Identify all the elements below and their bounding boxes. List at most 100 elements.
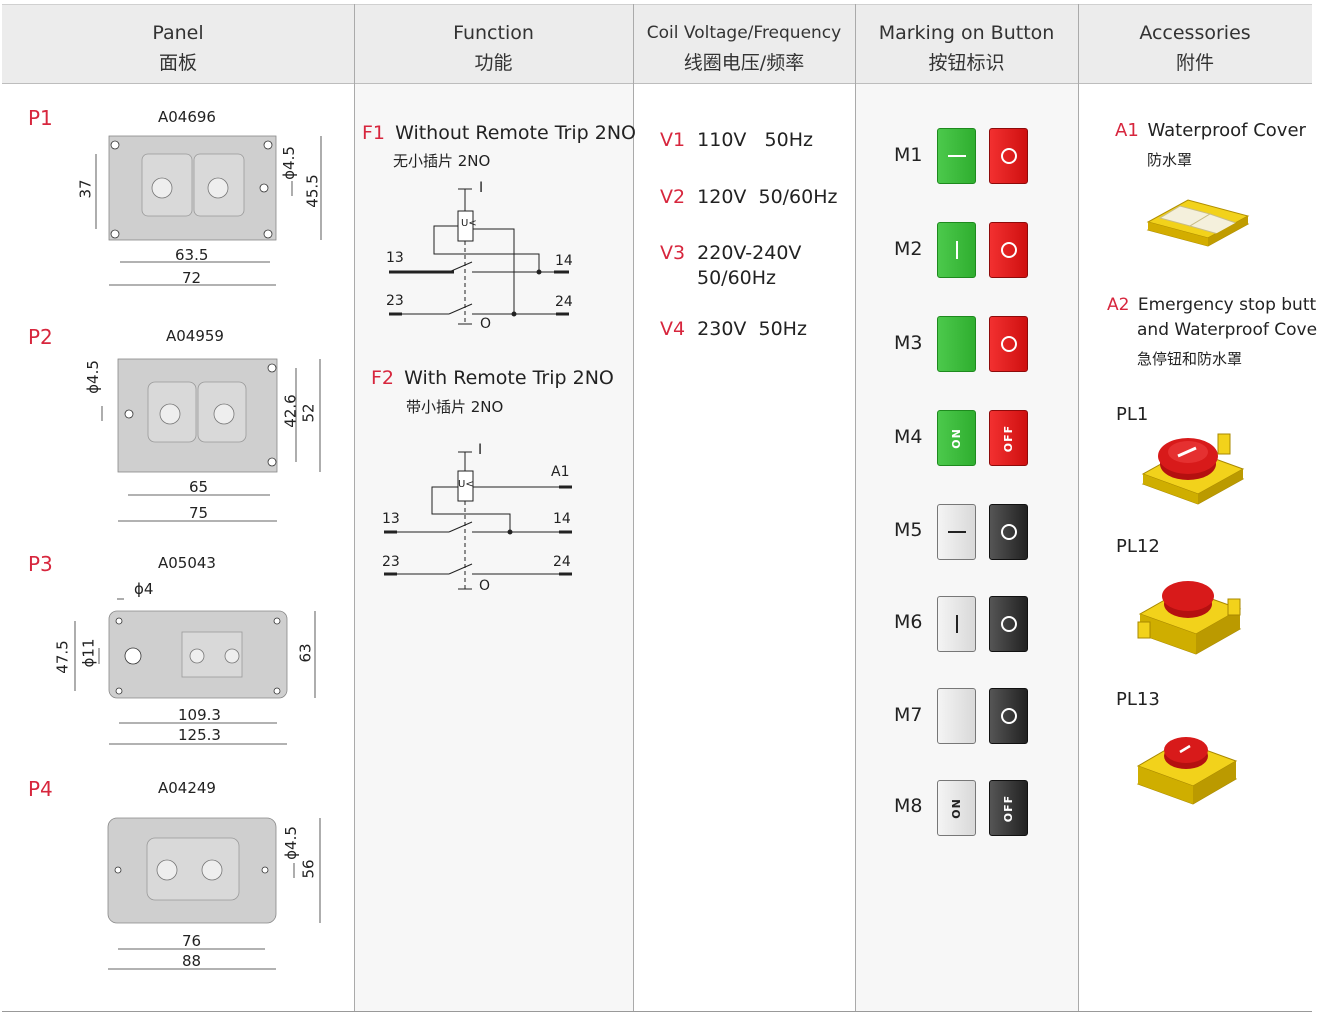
header-voltage-zh: 线圈电压/频率 [683,52,805,74]
function-code: F2 [371,367,395,389]
on-label: ON [950,797,963,819]
dimension-label: ϕ11 [79,638,98,668]
white-button [937,596,976,652]
terminal-label: 23 [382,554,400,570]
dimension-label: ϕ4.5 [279,146,298,180]
panel-code: P2 [28,325,53,349]
dimension-label: 47.5 [53,640,72,674]
header-function: Function 功能 [354,4,633,84]
dimension-label: 63.5 [175,246,209,264]
accessory-a2: A2 Emergency stop button [1107,295,1317,315]
accessory-a1: A1 Waterproof Cover [1115,120,1306,141]
red-button [989,316,1028,372]
accessory-images [1136,199,1250,805]
divider [633,4,634,1012]
accessory-code: PL1 [1116,404,1149,425]
header-panel-en: Panel [152,22,204,44]
on-label: ON [950,427,963,449]
terminal-label: O [480,316,492,332]
dimension-label: 63 [296,643,315,663]
header-voltage-en: Coil Voltage/Frequency [646,23,842,43]
marking-code: M7 [894,704,923,726]
green-button [937,222,976,278]
panel-part-number: A05043 [158,554,216,572]
terminal-label: 14 [555,253,573,269]
white-button [937,504,976,560]
panel-code: P3 [28,552,53,576]
dimension-label: 56 [299,859,318,879]
marking-code: M5 [894,519,923,541]
terminal-label: 13 [386,250,404,266]
accessory-name: Emergency stop button [1137,295,1317,315]
terminal-label: I [479,180,484,196]
off-label: OFF [1001,794,1015,822]
function-column-bg [354,84,633,1012]
marking-code: M2 [894,238,923,260]
terminal-label: 13 [382,511,400,527]
voltage-value: 110V 50Hz [697,129,813,151]
green-button: ON [937,410,976,466]
voltage-value: 120V 50/60Hz [697,186,838,208]
dimension-label: 88 [182,952,202,970]
dimension-label: 125.3 [178,726,221,744]
function-code: F1 [362,122,386,144]
dimension-label: 72 [182,269,202,287]
voltage-code: V3 [660,242,686,264]
dimension-label: ϕ4.5 [281,826,300,860]
panel-part-number: A04696 [158,108,216,126]
header-marking: Marking on Button 按钮标识 [855,4,1078,84]
header-voltage: Coil Voltage/Frequency 线圈电压/频率 [633,4,855,84]
white-button: ON [937,780,976,836]
dimension-label: 42.6 [281,394,300,428]
table-bottom-rule [2,1011,1312,1012]
accessory-code: PL13 [1116,689,1160,710]
panel-code: P4 [28,777,53,801]
voltage-value-line2: 50/60Hz [697,267,777,289]
dimension-label: 37 [76,179,95,199]
divider [1078,4,1079,1012]
function-f1: F1 Without Remote Trip 2NO [362,122,636,144]
voltage-v4: V4 230V 50Hz [660,318,807,340]
panel-plate [108,135,277,241]
voltage-v1: V1 110V 50Hz [660,129,813,151]
voltage-code: V4 [660,318,686,340]
dimension-label: 109.3 [178,706,221,724]
dimension-label: 45.5 [303,174,322,208]
accessory-name-zh: 防水罩 [1147,151,1193,169]
emergency-stop-button-icon [1137,581,1242,655]
header-function-zh: 功能 [474,52,513,74]
black-button: OFF [989,780,1028,836]
terminal-label: 24 [555,294,573,310]
panel-drawings [74,135,322,970]
red-button: OFF [989,410,1028,466]
accessory-code: PL12 [1116,536,1160,557]
coil-label: U< [461,218,477,229]
header-function-en: Function [453,22,534,44]
emergency-stop-button-icon [1141,433,1245,505]
accessory-name: Waterproof Cover [1147,120,1306,141]
voltage-code: V2 [660,186,686,208]
accessory-name-zh: 急停钮和防水罩 [1137,350,1243,368]
accessory-code: A1 [1115,120,1139,141]
header-marking-zh: 按钮标识 [928,52,1005,74]
off-label: OFF [1001,424,1015,452]
voltage-v3: V3 220V-240V [660,242,801,264]
divider [354,4,355,1012]
dimension-label: ϕ4.5 [83,360,102,394]
function-name: With Remote Trip 2NO [404,367,614,389]
terminal-label: 14 [553,511,571,527]
header-marking-en: Marking on Button [878,22,1055,44]
red-button [989,222,1028,278]
accessory-name-line2: and Waterproof Cover [1137,320,1317,340]
terminal-label: 24 [553,554,571,570]
marking-code: M1 [894,144,923,166]
panel-code: P1 [28,106,53,130]
black-button [989,688,1028,744]
voltage-value: 220V-240V [697,242,802,264]
white-button [937,688,976,744]
marking-code: M6 [894,611,923,633]
dimension-label: ϕ4 [134,580,154,598]
emergency-stop-button-icon [1136,737,1238,805]
function-name-zh: 带小插片 2NO [406,398,504,416]
